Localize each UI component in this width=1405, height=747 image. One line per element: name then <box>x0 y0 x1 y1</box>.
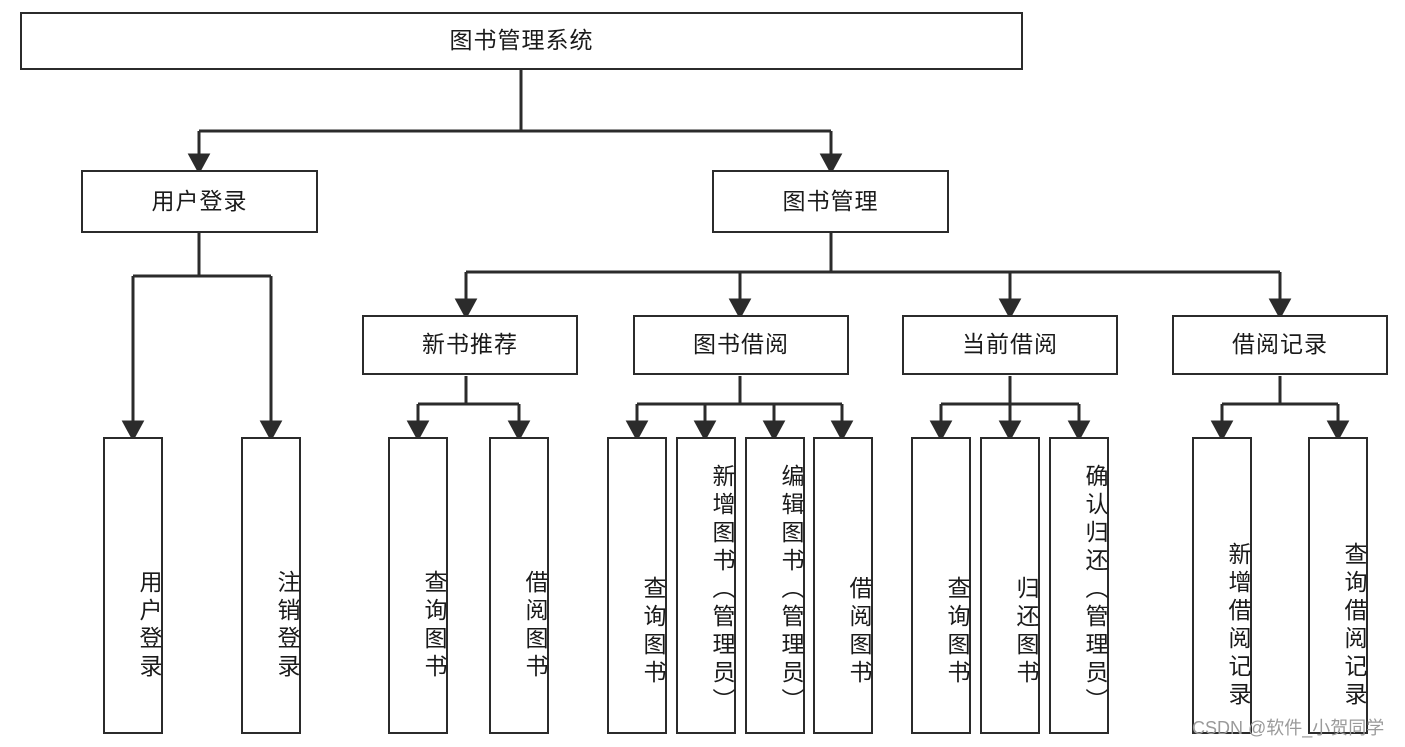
node-user-login[interactable]: 用户登录 <box>81 170 318 233</box>
leaf-add-book-admin[interactable]: 新增图书（管理员） <box>676 437 736 734</box>
node-label: 新增借阅记录 <box>1225 541 1251 710</box>
leaf-query-book-borrow[interactable]: 查询图书 <box>607 437 667 734</box>
node-label: 确认归还（管理员） <box>1082 463 1108 716</box>
node-label: 新书推荐 <box>422 331 518 358</box>
node-new-book-recommend[interactable]: 新书推荐 <box>362 315 578 375</box>
leaf-return-book[interactable]: 归还图书 <box>980 437 1040 734</box>
node-label: 图书借阅 <box>693 331 789 358</box>
node-label: 编辑图书（管理员） <box>778 463 804 716</box>
node-label: 查询图书 <box>421 569 447 682</box>
node-label: 查询借阅记录 <box>1341 541 1367 710</box>
node-label: 当前借阅 <box>962 331 1058 358</box>
node-label: 用户登录 <box>151 187 248 214</box>
leaf-add-borrow-record[interactable]: 新增借阅记录 <box>1192 437 1252 734</box>
node-borrow-record[interactable]: 借阅记录 <box>1172 315 1388 375</box>
leaf-query-book-current[interactable]: 查询图书 <box>911 437 971 734</box>
leaf-query-book-recommend[interactable]: 查询图书 <box>388 437 448 734</box>
node-book-management[interactable]: 图书管理 <box>712 170 949 233</box>
leaf-query-borrow-record[interactable]: 查询借阅记录 <box>1308 437 1368 734</box>
leaf-borrow-book[interactable]: 借阅图书 <box>813 437 873 734</box>
watermark: CSDN @软件_小贺同学 <box>1192 718 1385 738</box>
node-label: 图书管理系统 <box>449 27 594 54</box>
node-label: 查询图书 <box>944 575 970 688</box>
node-current-borrow[interactable]: 当前借阅 <box>902 315 1118 375</box>
node-label: 图书管理 <box>782 187 879 214</box>
node-book-borrow[interactable]: 图书借阅 <box>633 315 849 375</box>
leaf-user-login[interactable]: 用户登录 <box>103 437 163 734</box>
node-label: 查询图书 <box>640 575 666 688</box>
node-label: 用户登录 <box>136 569 162 682</box>
node-book-management-system[interactable]: 图书管理系统 <box>20 12 1023 70</box>
node-label: 新增图书（管理员） <box>709 463 735 716</box>
node-label: 借阅图书 <box>846 575 872 688</box>
leaf-edit-book-admin[interactable]: 编辑图书（管理员） <box>745 437 805 734</box>
node-label: 借阅图书 <box>522 569 548 682</box>
leaf-borrow-book-recommend[interactable]: 借阅图书 <box>489 437 549 734</box>
node-label: 借阅记录 <box>1232 331 1328 358</box>
leaf-confirm-return-admin[interactable]: 确认归还（管理员） <box>1049 437 1109 734</box>
node-label: 归还图书 <box>1013 575 1039 688</box>
leaf-logout[interactable]: 注销登录 <box>241 437 301 734</box>
node-label: 注销登录 <box>274 569 300 682</box>
